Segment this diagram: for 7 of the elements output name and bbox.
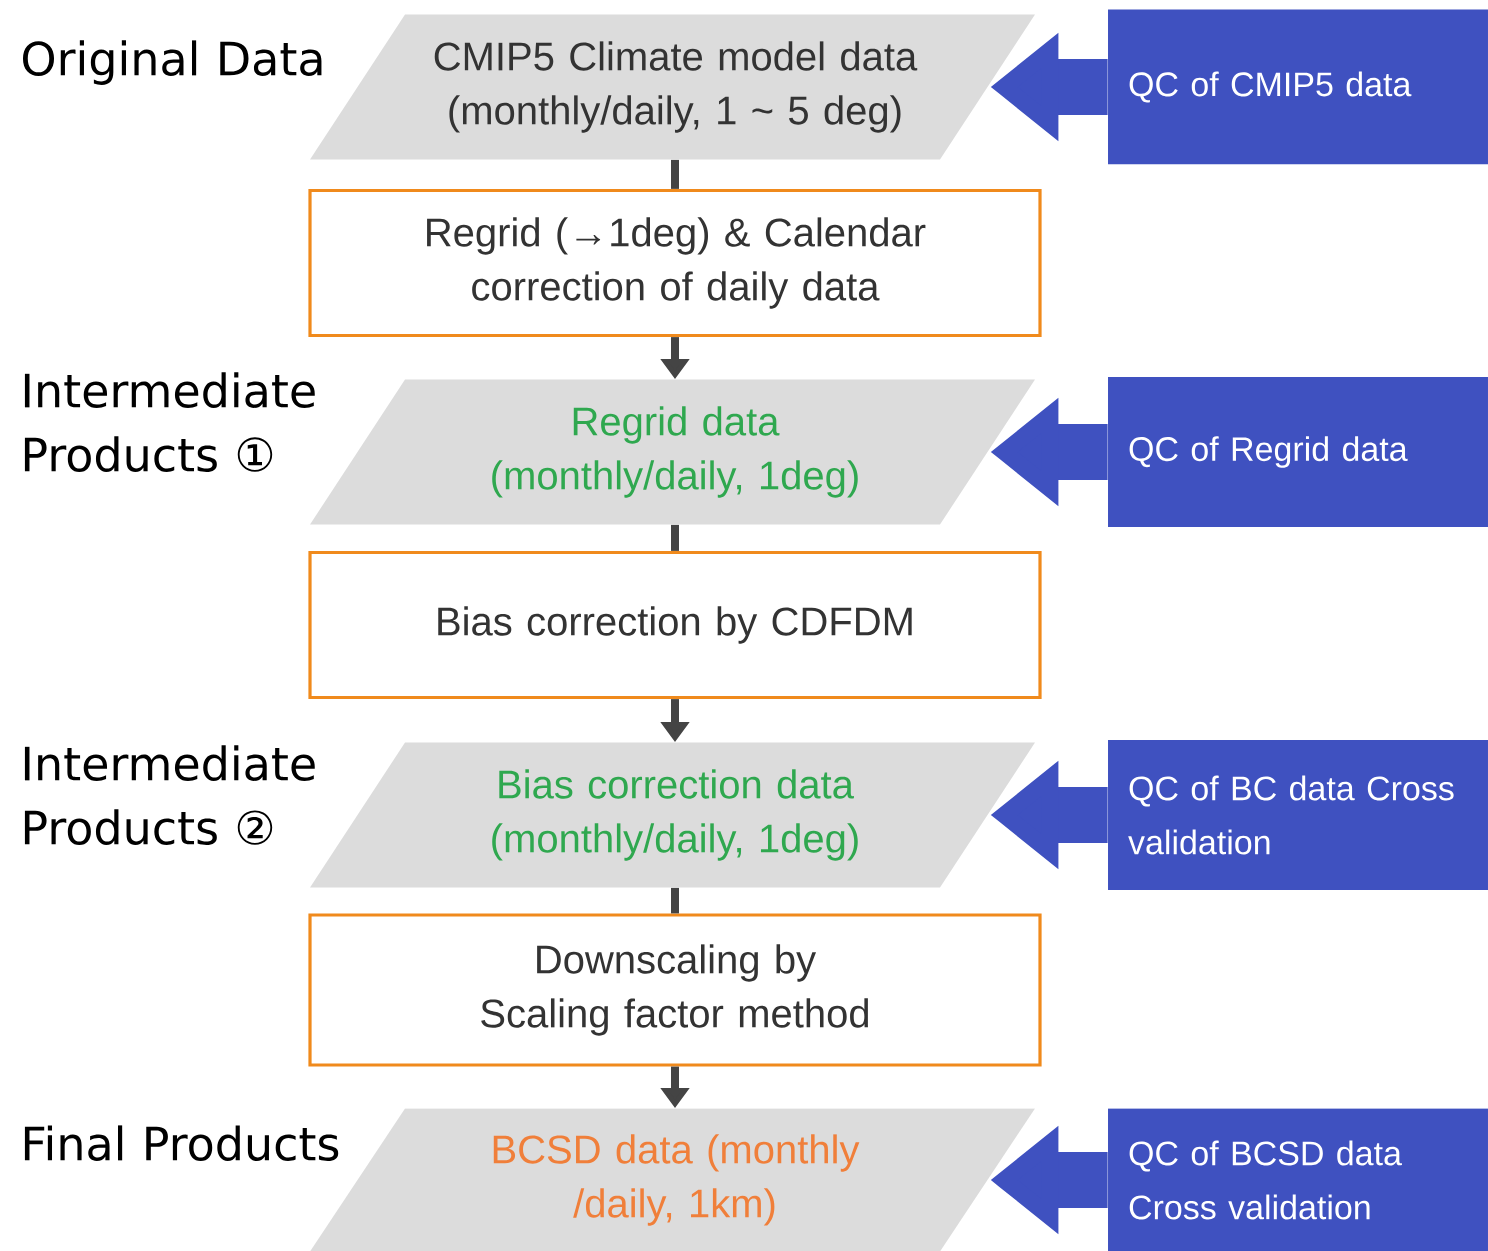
process-box: Regrid (→1deg) & Calendar correction of daily data	[308, 188, 1042, 338]
qc-box: QC of CMIP5 data	[1108, 9, 1488, 165]
qc-box: QC of BCSD data Cross validation	[1108, 1108, 1488, 1251]
qc-box: QC of BC data Cross validation	[1108, 740, 1488, 890]
process-box: Downscaling by Scaling factor method	[308, 913, 1042, 1067]
process-box: Bias correction by CDFDM	[308, 550, 1042, 700]
qc-box: QC of Regrid data	[1108, 377, 1488, 527]
